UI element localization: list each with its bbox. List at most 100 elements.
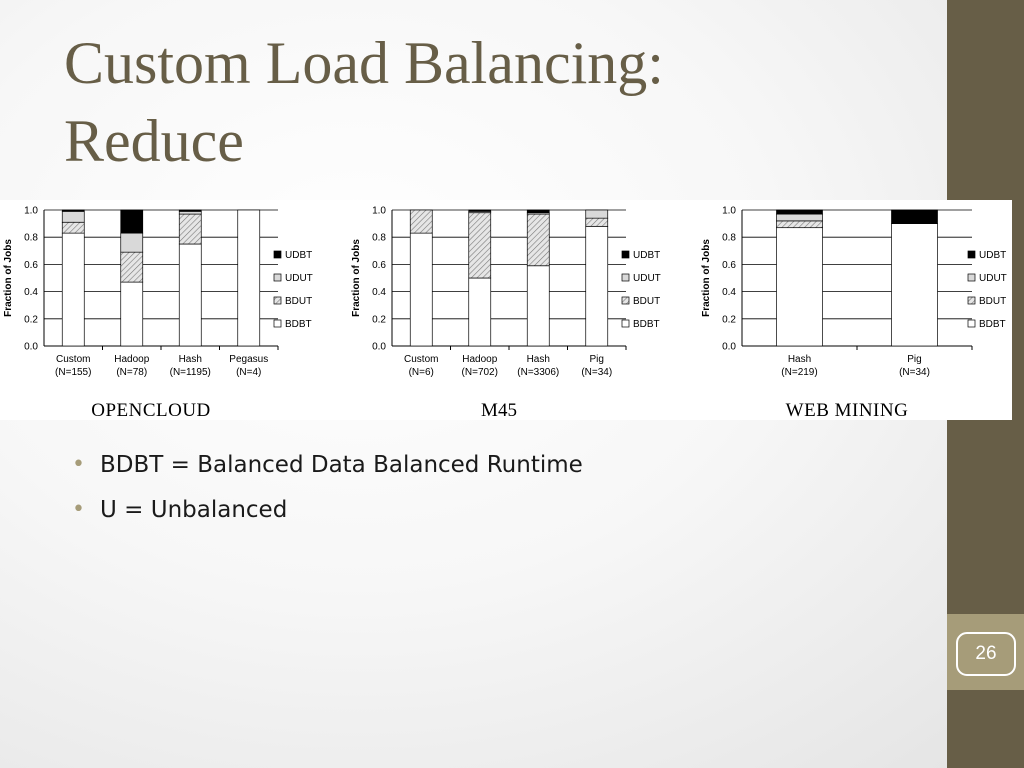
legend-label: UDBT (285, 250, 312, 261)
bar-segment-bdbt (120, 281, 144, 347)
bar-segment-bdut (526, 213, 550, 267)
legend-swatch-bdut (273, 296, 282, 305)
category-count-label: (N=1195) (170, 367, 211, 378)
y-tick-label: 0.8 (372, 233, 386, 244)
slide-title-line1: Custom Load Balancing: (64, 30, 664, 96)
bar-segment-bdbt (585, 225, 609, 347)
page-number: 26 (956, 632, 1016, 676)
category-count-label: (N=219) (781, 367, 817, 378)
legend-swatch-udbt (621, 250, 630, 259)
y-tick-label: 1.0 (24, 206, 38, 217)
bar-segment-bdbt (237, 209, 261, 347)
legend-swatch-bdut (967, 296, 976, 305)
y-axis-label: Fraction of Jobs (351, 239, 362, 317)
category-count-label: (N=78) (116, 367, 147, 378)
category-count-label: (N=6) (409, 367, 434, 378)
chart-title: M45 (481, 400, 517, 420)
category-label: Hadoop (114, 354, 149, 365)
y-tick-label: 0.8 (722, 233, 736, 244)
bar-segment-bdbt (61, 232, 85, 347)
category-count-label: (N=34) (899, 367, 930, 378)
legend-swatch-udut (967, 273, 976, 282)
bar-segment-bdut (61, 221, 85, 234)
legend-label: UDUT (633, 273, 661, 284)
y-tick-label: 0.0 (24, 342, 38, 353)
legend-swatch-bdbt (621, 319, 630, 328)
bar-segment-bdut (585, 217, 609, 227)
bar-segment-udbt (178, 209, 202, 212)
category-label: Hash (179, 354, 202, 365)
y-tick-label: 0.2 (372, 314, 386, 325)
y-tick-label: 0.2 (24, 314, 38, 325)
legend-label: BDBT (633, 319, 660, 330)
bar-segment-bdbt (891, 223, 938, 347)
bar-segment-bdut (120, 251, 144, 283)
bar-segment-udut (585, 209, 609, 219)
bar-segment-bdbt (178, 243, 202, 347)
bar-segment-bdut (468, 212, 492, 279)
category-count-label: (N=155) (55, 367, 91, 378)
legend-label: BDBT (979, 319, 1006, 330)
bar-segment-bdbt (468, 277, 492, 347)
bar-segment-udbt (61, 209, 85, 212)
legend-swatch-udut (273, 273, 282, 282)
y-tick-label: 1.0 (722, 206, 736, 217)
legend-swatch-bdbt (967, 319, 976, 328)
slide-title: Custom Load Balancing: Reduce (64, 24, 924, 180)
y-axis-label: Fraction of Jobs (3, 239, 14, 317)
slide-title-line2: Reduce (64, 108, 244, 174)
y-tick-label: 1.0 (372, 206, 386, 217)
bar-segment-udbt (776, 209, 823, 215)
category-label: Custom (56, 354, 90, 365)
category-label: Pig (907, 354, 921, 365)
bullet-list: BDBT = Balanced Data Balanced Runtime U … (72, 446, 932, 536)
bar-segment-bdut (409, 209, 433, 234)
legend-swatch-bdbt (273, 319, 282, 328)
legend-label: UDUT (979, 273, 1007, 284)
bar-segment-bdbt (409, 232, 433, 347)
legend-label: UDBT (633, 250, 660, 261)
category-count-label: (N=3306) (517, 367, 559, 378)
category-label: Hash (527, 354, 550, 365)
chart-title: OPENCLOUD (91, 400, 211, 420)
category-count-label: (N=34) (581, 367, 612, 378)
bar-segment-udut (776, 213, 823, 222)
legend-swatch-udbt (273, 250, 282, 259)
bullet-item: BDBT = Balanced Data Balanced Runtime (72, 446, 932, 491)
y-tick-label: 0.2 (722, 314, 736, 325)
legend-swatch-udut (621, 273, 630, 282)
category-count-label: (N=702) (462, 367, 498, 378)
y-tick-label: 0.0 (372, 342, 386, 353)
legend-label: UDUT (285, 273, 313, 284)
bar-segment-udut (61, 211, 85, 223)
bar-segment-udbt (120, 209, 144, 234)
bar-segment-udbt (468, 209, 492, 212)
legend-label: BDUT (633, 296, 660, 307)
bar-segment-bdbt (776, 227, 823, 347)
bar-segment-udbt (891, 209, 938, 224)
bar-segment-bdut (178, 213, 202, 245)
legend-label: BDUT (285, 296, 312, 307)
category-label: Custom (404, 354, 438, 365)
bullet-item: U = Unbalanced (72, 491, 932, 536)
legend-label: UDBT (979, 250, 1006, 261)
bar-segment-udut (120, 232, 144, 253)
y-tick-label: 0.6 (372, 260, 386, 271)
legend-label: BDBT (285, 319, 312, 330)
category-label: Pegasus (229, 354, 268, 365)
y-axis-label: Fraction of Jobs (701, 239, 712, 317)
legend-swatch-udbt (967, 250, 976, 259)
category-label: Pig (590, 354, 604, 365)
y-tick-label: 0.6 (24, 260, 38, 271)
y-tick-label: 0.0 (722, 342, 736, 353)
bar-segment-bdut (776, 220, 823, 229)
bar-segment-udbt (526, 209, 550, 214)
y-tick-label: 0.4 (722, 287, 736, 298)
category-label: Hadoop (462, 354, 497, 365)
category-label: Hash (788, 354, 811, 365)
y-tick-label: 0.8 (24, 233, 38, 244)
bar-segment-bdbt (526, 265, 550, 347)
y-tick-label: 0.4 (372, 287, 386, 298)
